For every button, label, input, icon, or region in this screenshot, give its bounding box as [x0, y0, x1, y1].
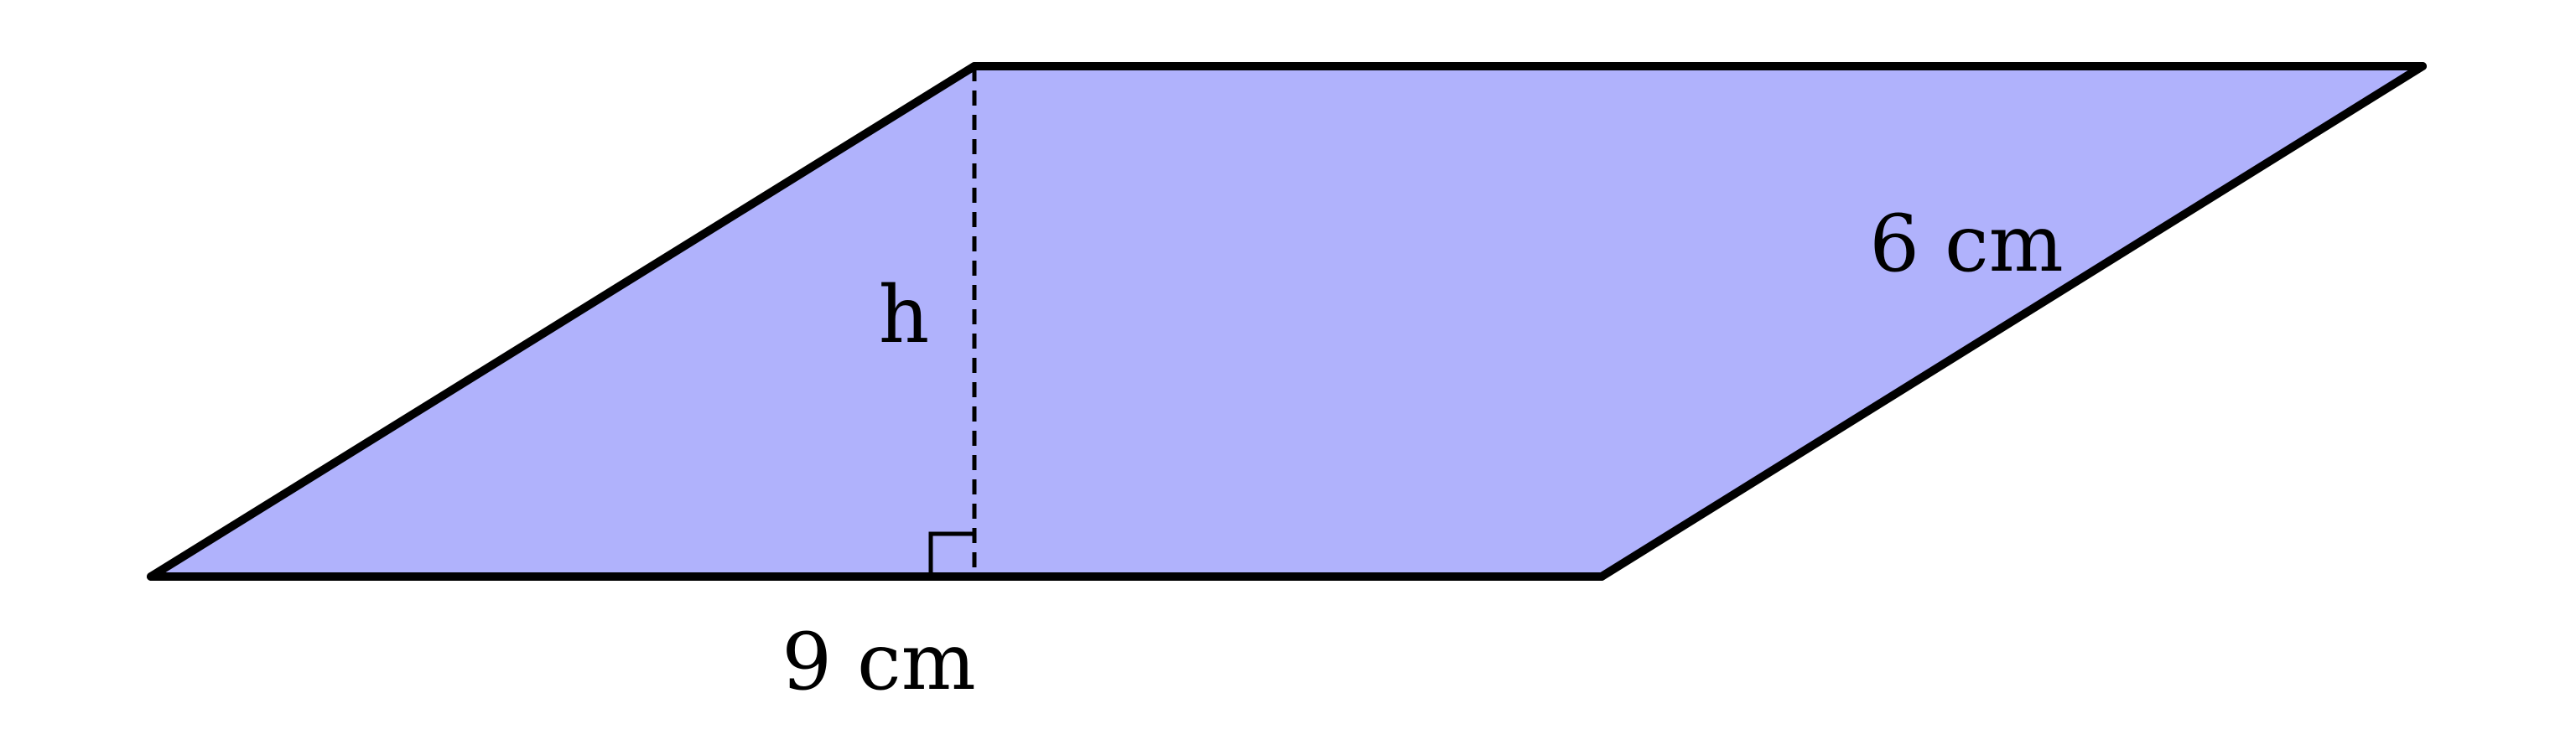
parallelogram-right-side: [1597, 62, 2427, 581]
right-angle-marker: [928, 531, 974, 577]
parallelogram-left-side: [147, 62, 979, 581]
height-label: h: [879, 270, 930, 361]
side-length-label: 6 cm: [1869, 199, 2063, 290]
parallelogram-fill: [151, 66, 2423, 577]
base-length-label: 9 cm: [782, 617, 975, 708]
parallelogram-outline: [147, 62, 2427, 581]
